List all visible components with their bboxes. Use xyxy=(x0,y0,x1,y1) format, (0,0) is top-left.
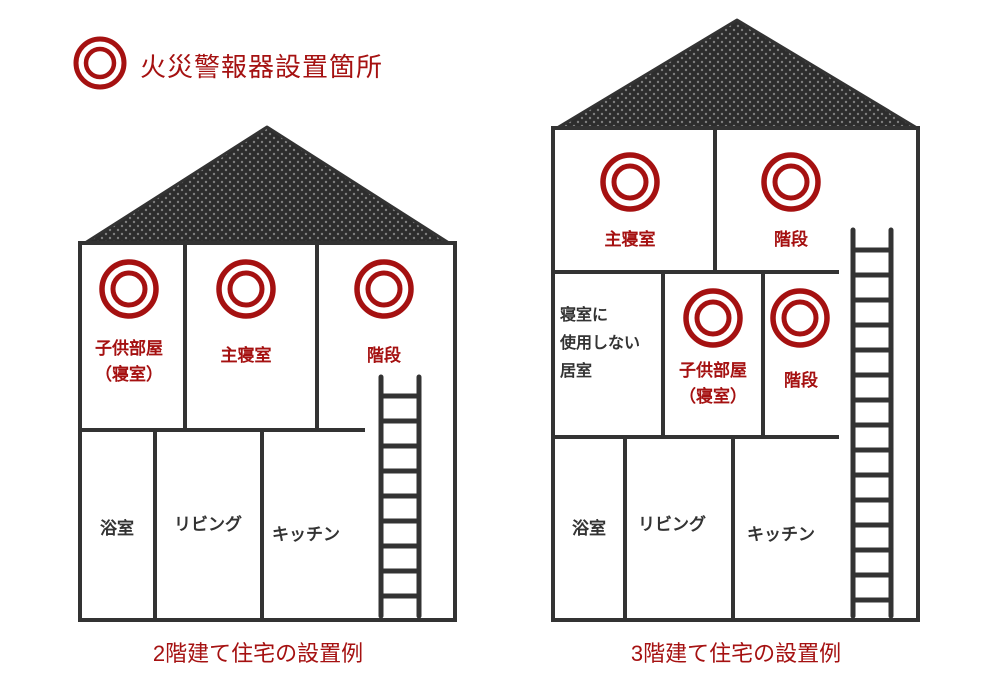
fire-alarm-icon xyxy=(354,259,414,319)
house-3story-interior-walls xyxy=(551,128,839,620)
ladder-icon xyxy=(378,374,422,619)
room-label-kitchen-1f-right: キッチン xyxy=(747,525,815,544)
room-label-kids-bedroom-2f-right: 子供部屋 （寝室） xyxy=(679,361,747,406)
room-label-kids-bedroom-2f: 子供部屋 （寝室） xyxy=(95,339,163,384)
fire-alarm-icon xyxy=(770,288,830,348)
room-label-stairs-2f: 階段 xyxy=(367,346,401,365)
house-2story-interior-walls xyxy=(78,243,365,620)
legend-label: 火災警報器設置箇所 xyxy=(140,52,384,82)
room-label-living-1f-right: リビング xyxy=(638,515,706,534)
fire-alarm-icon xyxy=(216,259,276,319)
room-label-stairs-2f-right: 階段 xyxy=(784,371,818,390)
room-label-stairs-3f: 階段 xyxy=(774,230,808,249)
room-label-kitchen-1f: キッチン xyxy=(272,525,340,544)
fire-alarm-icon xyxy=(761,152,821,212)
fire-alarm-icon xyxy=(99,259,159,319)
fire-alarm-legend-icon xyxy=(73,36,127,90)
fire-alarm-icon xyxy=(683,288,743,348)
house-3story xyxy=(551,18,920,622)
roof-3story xyxy=(555,18,919,130)
room-label-master-bedroom-3f: 主寝室 xyxy=(604,230,656,249)
fire-alarm-icon xyxy=(600,152,660,212)
room-label-living-1f: リビング xyxy=(174,515,242,534)
house-2story xyxy=(78,125,457,622)
room-label-bathroom-1f: 浴室 xyxy=(100,519,134,538)
room-label-master-bedroom-2f: 主寝室 xyxy=(220,346,272,365)
house3-caption: 3階建て住宅の設置例 xyxy=(630,641,842,666)
ladder-icon xyxy=(850,227,894,619)
roof-2story xyxy=(83,125,451,245)
room-label-non-bedroom-2f: 寝室に 使用しない 居室 xyxy=(560,307,641,380)
room-label-bathroom-1f-right: 浴室 xyxy=(572,519,606,538)
house2-caption: 2階建て住宅の設置例 xyxy=(152,641,364,666)
